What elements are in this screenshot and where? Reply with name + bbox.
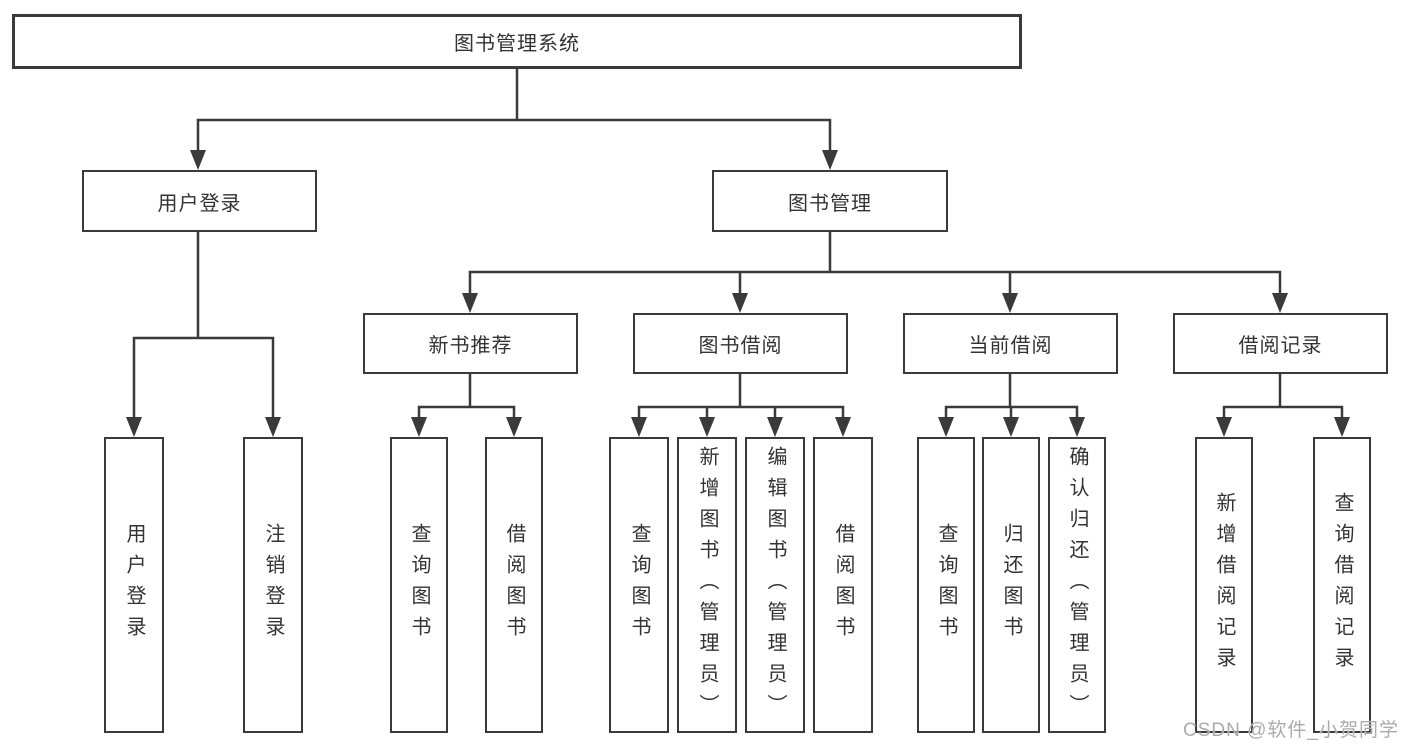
node-library-system: 图书管理系统 <box>12 14 1022 69</box>
leaf-current-query-book: 查询图书 <box>917 437 975 733</box>
node-new-book-recommend-label: 新书推荐 <box>428 335 513 357</box>
node-book-borrow: 图书借阅 <box>633 313 848 374</box>
leaf-logout-label: 注销登录 <box>262 523 284 647</box>
connector-level2-branch <box>196 118 832 152</box>
arrow-leaf-login <box>126 417 142 437</box>
arrow-bb-borrow <box>835 417 851 437</box>
node-new-book-recommend: 新书推荐 <box>363 313 578 374</box>
csdn-watermark: CSDN @软件_小贺同学 <box>1183 720 1399 741</box>
leaf-user-login-label: 用户登录 <box>123 523 145 647</box>
node-book-management-label: 图书管理 <box>788 192 872 215</box>
node-book-borrow-label: 图书借阅 <box>698 335 783 357</box>
leaf-logout: 注销登录 <box>243 437 303 733</box>
leaf-current-return-book: 归还图书 <box>982 437 1040 733</box>
leaf-current-confirm-return-admin-label: 确认归还（管理员） <box>1066 445 1088 725</box>
leaf-borrow-borrow-book: 借阅图书 <box>813 437 873 733</box>
arrow-br-add <box>1216 417 1232 437</box>
leaf-borrow-edit-book-admin: 编辑图书（管理员） <box>745 437 805 733</box>
node-current-borrow-label: 当前借阅 <box>968 335 1053 357</box>
leaf-borrow-edit-book-admin-label: 编辑图书（管理员） <box>764 445 786 725</box>
leaf-records-query-record: 查询借阅记录 <box>1313 437 1371 733</box>
node-current-borrow: 当前借阅 <box>903 313 1118 374</box>
node-user-login: 用户登录 <box>82 170 317 232</box>
leaf-borrow-query-book: 查询图书 <box>609 437 669 733</box>
arrow-current-borrow <box>1002 293 1018 313</box>
node-borrow-records-label: 借阅记录 <box>1238 335 1323 357</box>
node-book-management: 图书管理 <box>712 170 948 232</box>
arrow-br-query <box>1334 417 1350 437</box>
leaf-newbooks-query-book-label: 查询图书 <box>408 523 430 647</box>
leaf-records-query-record-label: 查询借阅记录 <box>1331 492 1353 678</box>
arrow-cb-return <box>1003 417 1019 437</box>
arrow-new-books <box>462 293 478 313</box>
connector-level3-branch <box>468 270 1282 295</box>
leaf-newbooks-query-book: 查询图书 <box>390 437 448 733</box>
arrow-borrow-records <box>1272 293 1288 313</box>
connector-borrow-branch <box>637 405 845 419</box>
leaf-current-return-book-label: 归还图书 <box>1000 523 1022 647</box>
arrow-bb-edit <box>767 417 783 437</box>
arrow-user-login <box>190 150 206 170</box>
node-borrow-records: 借阅记录 <box>1173 313 1388 374</box>
arrow-nb-borrow <box>506 417 522 437</box>
node-user-login-label: 用户登录 <box>157 192 242 215</box>
leaf-newbooks-borrow-book-label: 借阅图书 <box>503 523 525 647</box>
leaf-records-add-record: 新增借阅记录 <box>1195 437 1253 733</box>
arrow-bb-add <box>699 417 715 437</box>
arrow-nb-query <box>411 417 427 437</box>
leaf-borrow-add-book-admin: 新增图书（管理员） <box>677 437 737 733</box>
connector-userlogin-branch <box>132 336 275 419</box>
connector-newbooks-branch <box>417 405 516 419</box>
arrow-bb-query <box>631 417 647 437</box>
node-library-system-label: 图书管理系统 <box>454 33 580 55</box>
leaf-borrow-borrow-book-label: 借阅图书 <box>832 523 854 647</box>
leaf-records-add-record-label: 新增借阅记录 <box>1213 492 1235 678</box>
leaf-current-confirm-return-admin: 确认归还（管理员） <box>1048 437 1106 733</box>
arrow-cb-confirm <box>1069 417 1085 437</box>
leaf-newbooks-borrow-book: 借阅图书 <box>485 437 543 733</box>
arrow-book-mgmt <box>822 150 838 170</box>
arrow-leaf-logout <box>265 417 281 437</box>
connector-records-branch <box>1222 405 1344 419</box>
arrow-book-borrow <box>732 293 748 313</box>
leaf-borrow-add-book-admin-label: 新增图书（管理员） <box>696 445 718 725</box>
leaf-borrow-query-book-label: 查询图书 <box>628 523 650 647</box>
arrow-cb-query <box>938 417 954 437</box>
leaf-current-query-book-label: 查询图书 <box>935 523 957 647</box>
leaf-user-login: 用户登录 <box>104 437 164 733</box>
